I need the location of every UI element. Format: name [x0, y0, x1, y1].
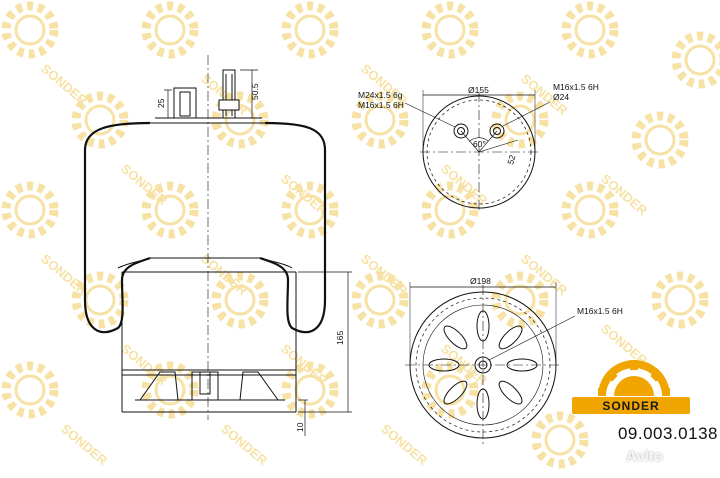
source-watermark: Avito [626, 448, 663, 465]
dimension-d155: Ø155 [468, 85, 489, 95]
watermark-text: SONDER [38, 61, 91, 109]
thread-m24-label: M24x1.5 6g [358, 90, 403, 100]
air-fitting [173, 87, 197, 119]
watermark-text: SONDER [518, 251, 571, 299]
dimension-d24: Ø24 [553, 92, 569, 102]
air-fitting-inner [179, 91, 191, 117]
part-number: 09.003.0138 [617, 424, 718, 443]
stud-nut [218, 99, 240, 111]
logo-bar [572, 397, 690, 414]
thread-m16-label-a: M16x1.5 6H [358, 100, 404, 110]
side-view [83, 55, 327, 420]
dimension-52: 52 [505, 154, 517, 166]
dimension-25: 25 [156, 98, 166, 108]
dimension-50-5: 50.5 [250, 83, 260, 100]
watermark-text: SONDER [378, 421, 431, 469]
side-dimensions [164, 69, 352, 436]
stud-bolt [222, 69, 236, 119]
fitting-hole-m24 [453, 123, 469, 139]
bottom-view [405, 282, 576, 445]
watermark-text: SONDER [218, 421, 271, 469]
watermark-text: SONDER [38, 251, 91, 299]
dimension-10: 10 [295, 422, 305, 432]
sonder-logo: SONDER [572, 360, 690, 414]
thread-m16-label-c: M16x1.5 6H [577, 306, 623, 316]
watermark-text: SONDER [278, 171, 331, 219]
top-view [404, 90, 551, 212]
watermark-text: SONDER [358, 251, 411, 299]
logo-text: SONDER [602, 399, 659, 413]
watermark-text: SONDER [58, 421, 111, 469]
watermark-text: SONDER [438, 161, 491, 209]
dimension-165: 165 [335, 331, 345, 345]
thread-m16-label-b: M16x1.5 6H [553, 82, 599, 92]
bellows-left [83, 121, 151, 334]
watermark-text: SONDER [598, 171, 651, 219]
dimension-d198: Ø198 [470, 276, 491, 286]
dimension-angle-60: 60° [473, 139, 486, 149]
fitting-hole-m16 [489, 123, 505, 139]
